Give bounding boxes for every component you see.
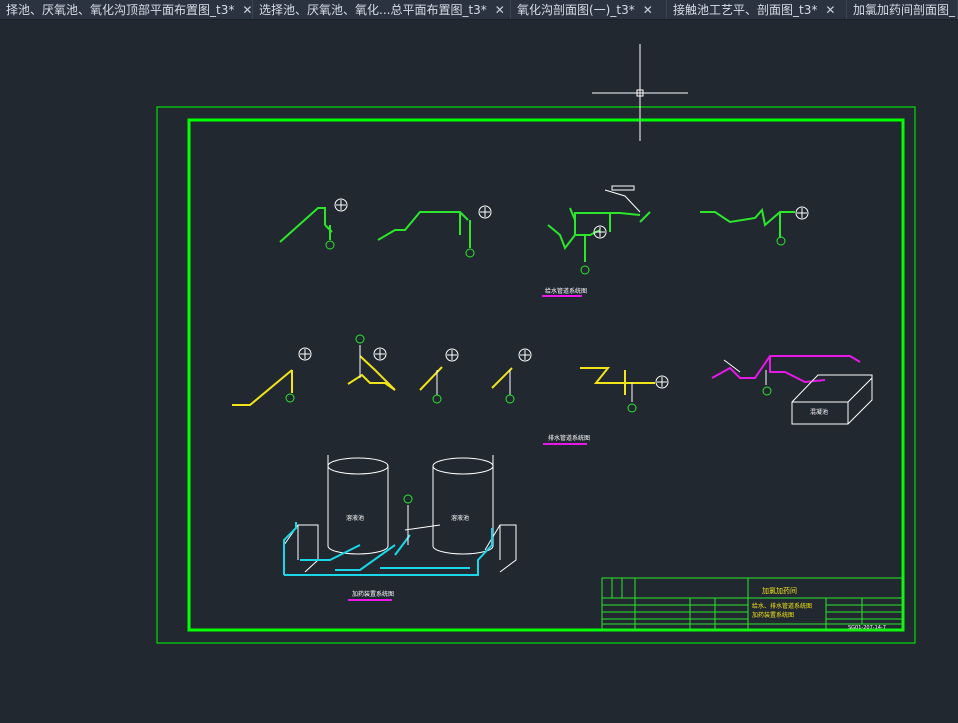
title-block-company: 加氯加药间 <box>762 586 797 595</box>
dosing-system: 溶液池 溶液池 <box>283 455 517 601</box>
document-tab[interactable]: 氧化沟剖面图(一)_t3* ✕ <box>511 0 667 19</box>
tab-label: 择池、厌氧池、氧化沟顶部平面布置图_t3* <box>6 3 235 17</box>
drainage-diagram-5 <box>580 367 669 413</box>
close-icon[interactable]: ✕ <box>825 2 836 17</box>
water-supply-caption: 给水管道系统图 <box>545 287 587 295</box>
dosing-caption: 加药装置系统图 <box>352 590 394 598</box>
tank-right-label: 溶液池 <box>451 514 469 522</box>
document-tab[interactable]: 择池、厌氧池、氧化沟顶部平面布置图_t3* ✕ <box>0 0 253 19</box>
tab-label: 接触池工艺平、剖面图_t3* <box>673 3 818 17</box>
water-supply-diagram-3 <box>547 185 651 275</box>
tank-left-label: 溶液池 <box>346 514 364 522</box>
drainage-caption-group: 排水管道系统图 <box>543 434 590 445</box>
dosing-white-lines <box>327 455 494 545</box>
sheet-inner-border <box>187 118 905 632</box>
drainage-diagram-3 <box>419 348 459 404</box>
solution-tank-right: 溶液池 <box>432 457 494 555</box>
drainage-diagram-4 <box>491 348 532 404</box>
solution-tank-left: 溶液池 <box>327 457 389 555</box>
tab-label: 加氯加药间剖面图_ <box>853 3 956 17</box>
close-icon[interactable]: ✕ <box>242 2 253 17</box>
tab-label: 选择池、厌氧池、氧化...总平面布置图_t3* <box>259 3 487 17</box>
drainage-box: 混凝池 <box>791 374 873 425</box>
document-tab[interactable]: 接触池工艺平、剖面图_t3* ✕ <box>667 0 847 19</box>
water-supply-diagram-4 <box>700 206 809 246</box>
box-label: 混凝池 <box>810 408 828 416</box>
title-block-drawing-number: SG01-207-14-7 <box>848 625 886 631</box>
title-block-title-2: 加药装置系统图 <box>752 611 794 619</box>
base-box-left <box>283 524 319 573</box>
document-tab[interactable]: 加氯加药间剖面图_ <box>847 0 958 19</box>
title-block-title-1: 给水、排水管道系统图 <box>752 602 812 610</box>
close-icon[interactable]: ✕ <box>494 2 505 17</box>
water-supply-caption-group: 给水管道系统图 <box>542 287 587 297</box>
sheet-outer-border <box>156 106 916 644</box>
tab-label: 氧化沟剖面图(一)_t3* <box>517 3 635 17</box>
dosing-caption-group: 加药装置系统图 <box>348 590 394 601</box>
document-tab-bar: 择池、厌氧池、氧化沟顶部平面布置图_t3* ✕ 选择池、厌氧池、氧化...总平面… <box>0 0 958 20</box>
document-tab[interactable]: 选择池、厌氧池、氧化...总平面布置图_t3* ✕ <box>253 0 511 19</box>
drainage-diagram-1 <box>232 347 312 406</box>
drainage-diagram-2 <box>347 334 396 391</box>
water-supply-diagram-1 <box>279 198 348 250</box>
crosshair-cursor <box>592 44 688 141</box>
title-block: 加氯加药间 给水、排水管道系统图 加药装置系统图 SG01-207-14-7 <box>601 577 904 631</box>
close-icon[interactable]: ✕ <box>642 2 653 17</box>
base-box-right <box>484 524 517 573</box>
water-supply-diagram-2 <box>377 205 492 258</box>
drainage-caption: 排水管道系统图 <box>548 434 590 442</box>
drawing-canvas[interactable]: 给水管道系统图 <box>0 20 958 723</box>
